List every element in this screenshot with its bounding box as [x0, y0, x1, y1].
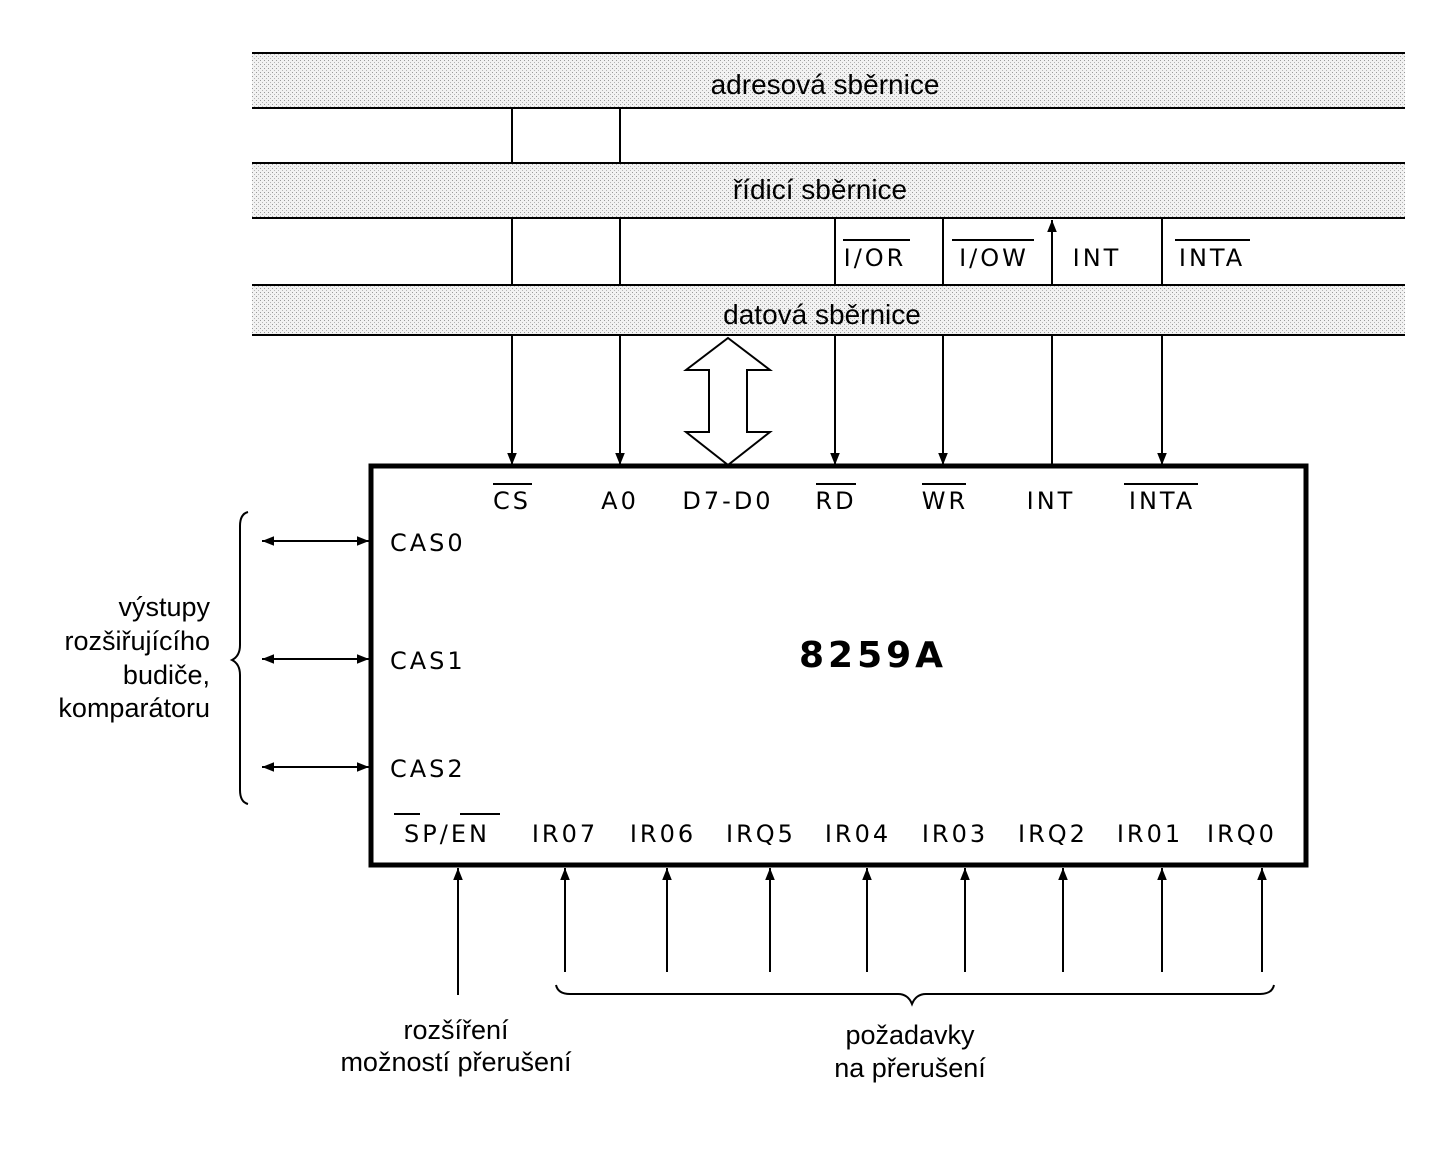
cascade-note-line: rozšiřujícího	[64, 626, 210, 656]
pin-cas2: CAS2	[390, 755, 466, 783]
expansion-note-line: možností přerušení	[340, 1047, 572, 1077]
cascade-brace	[229, 511, 249, 805]
pin-ir0: IRQ0	[1207, 820, 1277, 848]
control-bus: řídicí sběrnice	[252, 162, 1405, 219]
bottom-input-arrows	[453, 868, 1267, 995]
pin-ir1: IR01	[1117, 820, 1183, 848]
control-lines	[830, 218, 1167, 465]
expansion-annotation: rozšíření možností přerušení	[340, 1015, 572, 1077]
pin-cas1: CAS1	[390, 647, 466, 675]
cascade-note-line: komparátoru	[58, 693, 210, 723]
requests-note-line: na přerušení	[834, 1053, 986, 1083]
requests-brace	[555, 984, 1275, 1007]
address-lines	[507, 108, 625, 465]
cascade-annotation: výstupy rozšiřujícího budiče, komparátor…	[58, 592, 210, 723]
iow-label: I/OW	[959, 244, 1029, 272]
ior-label: I/OR	[844, 244, 907, 272]
int-label: INT	[1073, 244, 1122, 272]
address-bus: adresová sběrnice	[252, 52, 1405, 109]
pin-ir7: IR07	[532, 820, 598, 848]
control-bus-label: řídicí sběrnice	[733, 174, 907, 205]
inta-label: INTA	[1179, 244, 1245, 272]
pin-a0: A0	[601, 487, 639, 515]
pin-inta: INTA	[1129, 487, 1195, 515]
pin-wr: WR	[922, 487, 968, 515]
pin-ir5: IRQ5	[726, 820, 796, 848]
cascade-note-line: budiče,	[123, 660, 210, 690]
pin-sp-en: SP/EN	[404, 820, 490, 848]
pin-rd: RD	[815, 487, 856, 515]
pin-d7-d0: D7-D0	[682, 487, 773, 515]
pin-cs: CS	[493, 487, 531, 515]
cascade-note-line: výstupy	[118, 592, 210, 622]
chip-name: 8259A	[799, 635, 947, 676]
chip-cascade-pins: CAS0 CAS1 CAS2	[262, 529, 466, 783]
pin-ir4: IR04	[825, 820, 891, 848]
control-signal-labels: I/OR I/OW INT INTA	[843, 239, 1250, 272]
pin-ir2: IRQ2	[1018, 820, 1088, 848]
pin-int: INT	[1027, 487, 1076, 515]
chip-8259a	[368, 463, 1309, 868]
data-bus-double-arrow	[683, 336, 773, 467]
requests-note-line: požadavky	[845, 1020, 975, 1050]
address-bus-label: adresová sběrnice	[711, 69, 940, 100]
data-bus: datová sběrnice	[252, 284, 1405, 336]
data-bus-label: datová sběrnice	[723, 299, 921, 330]
pin-cas0: CAS0	[390, 529, 466, 557]
chip-top-pins: CS A0 D7-D0 RD WR INT INTA	[493, 483, 1198, 515]
pin-ir3: IR03	[922, 820, 988, 848]
chip-bottom-pins: SP/EN IR07 IR06 IRQ5 IR04 IR03 IRQ2 IR01…	[394, 813, 1277, 848]
pin-ir6: IR06	[630, 820, 696, 848]
requests-annotation: požadavky na přerušení	[834, 1020, 986, 1083]
expansion-note-line: rozšíření	[403, 1015, 509, 1045]
